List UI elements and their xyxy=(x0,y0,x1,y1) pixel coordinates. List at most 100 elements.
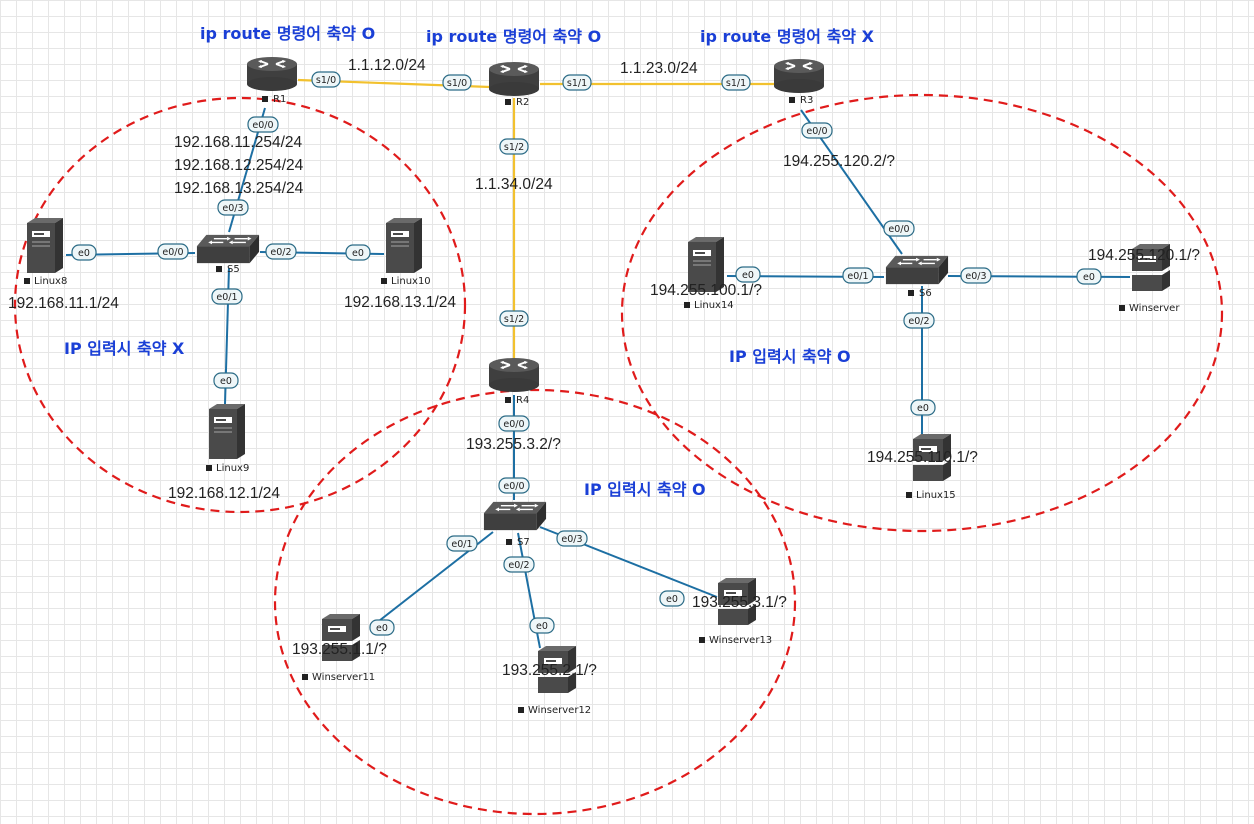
ip-linux8: 192.168.11.1/24 xyxy=(8,295,119,312)
svg-text:e0/0: e0/0 xyxy=(888,224,909,235)
router-r2[interactable]: R2 xyxy=(488,61,540,108)
title-r1-route: ip route 명령어 축약 O xyxy=(200,24,375,43)
ip-linux9: 192.168.12.1/24 xyxy=(168,485,280,502)
zone-bottom xyxy=(273,388,797,816)
ip-linux15: 194.255.110.1/? xyxy=(867,449,978,466)
port-s5-e01: e0/1 xyxy=(211,288,243,305)
title-r3-route: ip route 명령어 축약 X xyxy=(700,27,875,46)
svg-text:e0/0: e0/0 xyxy=(503,481,524,492)
router-r1-label: R1 xyxy=(273,94,286,105)
svg-text:e0/0: e0/0 xyxy=(162,247,183,258)
ip-linux10: 192.168.13.1/24 xyxy=(344,294,456,311)
svg-text:e0: e0 xyxy=(78,248,90,259)
router-r3[interactable]: R3 xyxy=(773,58,825,106)
port-linux10-e0: e0 xyxy=(345,244,371,261)
host-linux9[interactable]: Linux9 xyxy=(206,404,249,474)
host-linux10[interactable]: Linux10 xyxy=(381,218,431,287)
host-winserver[interactable]: Winserver xyxy=(1119,244,1180,314)
zone-right xyxy=(620,93,1224,533)
svg-text:e0: e0 xyxy=(352,248,364,259)
host-linux15[interactable]: Linux15 xyxy=(906,434,956,501)
switch-s7[interactable]: S7 xyxy=(483,501,547,548)
port-linux14-e0: e0 xyxy=(735,266,761,283)
router-r1[interactable]: R1 xyxy=(246,56,298,105)
port-linux8-e0: e0 xyxy=(71,244,97,261)
svg-text:e0/2: e0/2 xyxy=(508,560,529,571)
svg-text:s1/2: s1/2 xyxy=(504,314,524,325)
port-s5-e03: e0/3 xyxy=(217,199,249,216)
router-r2-label: R2 xyxy=(516,97,529,108)
host-linux14-label: Linux14 xyxy=(694,300,734,311)
port-s7-e02: e0/2 xyxy=(503,556,535,573)
host-winserver-label: Winserver xyxy=(1129,303,1180,314)
host-linux8-label: Linux8 xyxy=(34,276,67,287)
host-winserver11-label: Winserver11 xyxy=(312,672,375,683)
ip-winserver12: 193.255.2.1/? xyxy=(502,662,597,679)
title-bottom-ip: IP 입력시 축약 O xyxy=(584,480,706,499)
port-r4-s12: s1/2 xyxy=(499,310,529,327)
title-right-ip: IP 입력시 축약 O xyxy=(729,347,851,366)
router-r4-label: R4 xyxy=(516,395,529,406)
ip-winserver13: 193.255.3.1/? xyxy=(692,594,787,611)
svg-text:e0: e0 xyxy=(666,594,678,605)
svg-text:s1/0: s1/0 xyxy=(316,75,336,86)
port-winserver12-e0: e0 xyxy=(529,617,555,634)
svg-text:e0/3: e0/3 xyxy=(561,534,582,545)
router-r4[interactable]: R4 xyxy=(488,357,540,406)
svg-text:s1/0: s1/0 xyxy=(447,78,467,89)
host-winserver12-label: Winserver12 xyxy=(528,705,591,716)
ip-r4-e00: 193.255.3.2/? xyxy=(466,436,561,453)
title-r2-route: ip route 명령어 축약 O xyxy=(426,27,601,46)
port-r1-s10: s1/0 xyxy=(311,71,341,88)
router-r3-label: R3 xyxy=(800,95,813,106)
port-linux9-e0: e0 xyxy=(213,372,239,389)
net-r2-r4-label: 1.1.34.0/24 xyxy=(475,176,553,193)
svg-text:e0/2: e0/2 xyxy=(908,316,929,327)
host-winserver11[interactable]: Winserver11 xyxy=(302,614,375,683)
port-s7-e01: e0/1 xyxy=(446,535,478,552)
port-r2-s10: s1/0 xyxy=(442,74,472,91)
switch-s5[interactable]: S5 xyxy=(196,234,260,275)
host-winserver13-label: Winserver13 xyxy=(709,635,772,646)
port-r1-e00: e0/0 xyxy=(247,116,279,133)
port-s7-e03: e0/3 xyxy=(556,530,588,547)
port-linux15-e0: e0 xyxy=(910,399,936,416)
ip-r1-e00-a: 192.168.11.254/24 xyxy=(174,134,303,151)
net-r1-r2-label: 1.1.12.0/24 xyxy=(348,57,426,74)
host-winserver12[interactable]: Winserver12 xyxy=(518,646,591,716)
ip-r3-e00: 194.255.120.2/? xyxy=(783,153,895,170)
svg-text:e0: e0 xyxy=(917,403,929,414)
svg-text:e0/0: e0/0 xyxy=(503,419,524,430)
host-winserver13[interactable]: Winserver13 xyxy=(699,578,772,646)
ip-winserver11: 193.255.1.1/? xyxy=(292,641,387,658)
svg-text:s1/1: s1/1 xyxy=(726,78,746,89)
switch-s5-label: S5 xyxy=(227,264,240,275)
svg-text:e0/0: e0/0 xyxy=(252,120,273,131)
ip-r1-e00-b: 192.168.12.254/24 xyxy=(174,157,304,174)
svg-text:e0/3: e0/3 xyxy=(965,271,986,282)
host-linux14[interactable]: Linux14 xyxy=(684,237,734,311)
svg-text:e0/1: e0/1 xyxy=(451,539,472,550)
port-s6-e03: e0/3 xyxy=(960,267,992,284)
serial-links xyxy=(297,78,775,358)
svg-text:s1/1: s1/1 xyxy=(567,78,587,89)
port-s5-e02: e0/2 xyxy=(265,243,297,260)
port-winserver13-e0: e0 xyxy=(659,590,685,607)
ip-linux14: 194.255.100.1/? xyxy=(650,282,762,299)
svg-text:e0: e0 xyxy=(1083,272,1095,283)
port-labels: s1/0 s1/0 s1/1 s1/1 s1/2 s1/2 e0/0 e0/3 … xyxy=(71,71,1102,636)
port-s6-e00: e0/0 xyxy=(883,220,915,237)
svg-text:e0: e0 xyxy=(536,621,548,632)
port-r2-s12: s1/2 xyxy=(499,138,529,155)
svg-text:e0/0: e0/0 xyxy=(806,126,827,137)
net-r2-r3-label: 1.1.23.0/24 xyxy=(620,60,698,77)
svg-text:e0/1: e0/1 xyxy=(847,271,868,282)
host-linux9-label: Linux9 xyxy=(216,463,249,474)
switch-s6-label: S6 xyxy=(919,288,932,299)
ip-r1-e00-c: 192.168.13.254/24 xyxy=(174,180,304,197)
switch-s6[interactable]: S6 xyxy=(885,255,949,299)
host-linux10-label: Linux10 xyxy=(391,276,431,287)
port-r3-e00: e0/0 xyxy=(801,122,833,139)
host-linux8[interactable]: Linux8 xyxy=(24,218,67,287)
